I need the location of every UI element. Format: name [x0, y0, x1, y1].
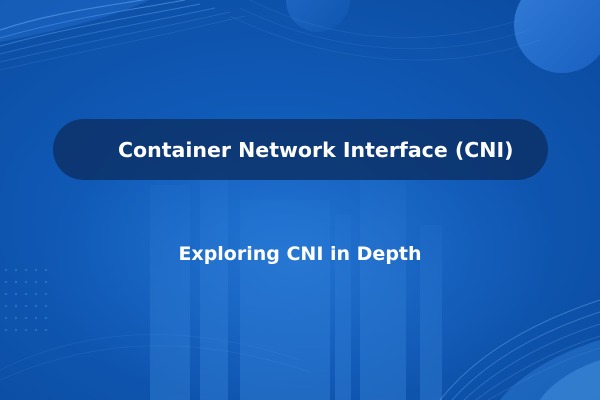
circle-top-right-large	[514, 0, 600, 73]
wave-top-left	[0, 0, 246, 71]
wave-top-left-fill	[0, 0, 150, 42]
wave-bottom-right-fill-2	[540, 360, 600, 400]
banner-title: Container Network Interface (CNI)	[118, 138, 514, 162]
wave-bottom-left	[0, 334, 311, 381]
title-pill	[53, 119, 548, 180]
banner-subtitle: Exploring CNI in Depth	[178, 243, 422, 265]
circle-top-mid	[286, 0, 350, 32]
wave-bottom-right-fill	[500, 340, 600, 400]
wave-bottom-right	[439, 299, 600, 400]
vertical-bars	[150, 160, 442, 400]
dot-grid	[5, 269, 47, 331]
wave-top-right	[229, 0, 541, 61]
